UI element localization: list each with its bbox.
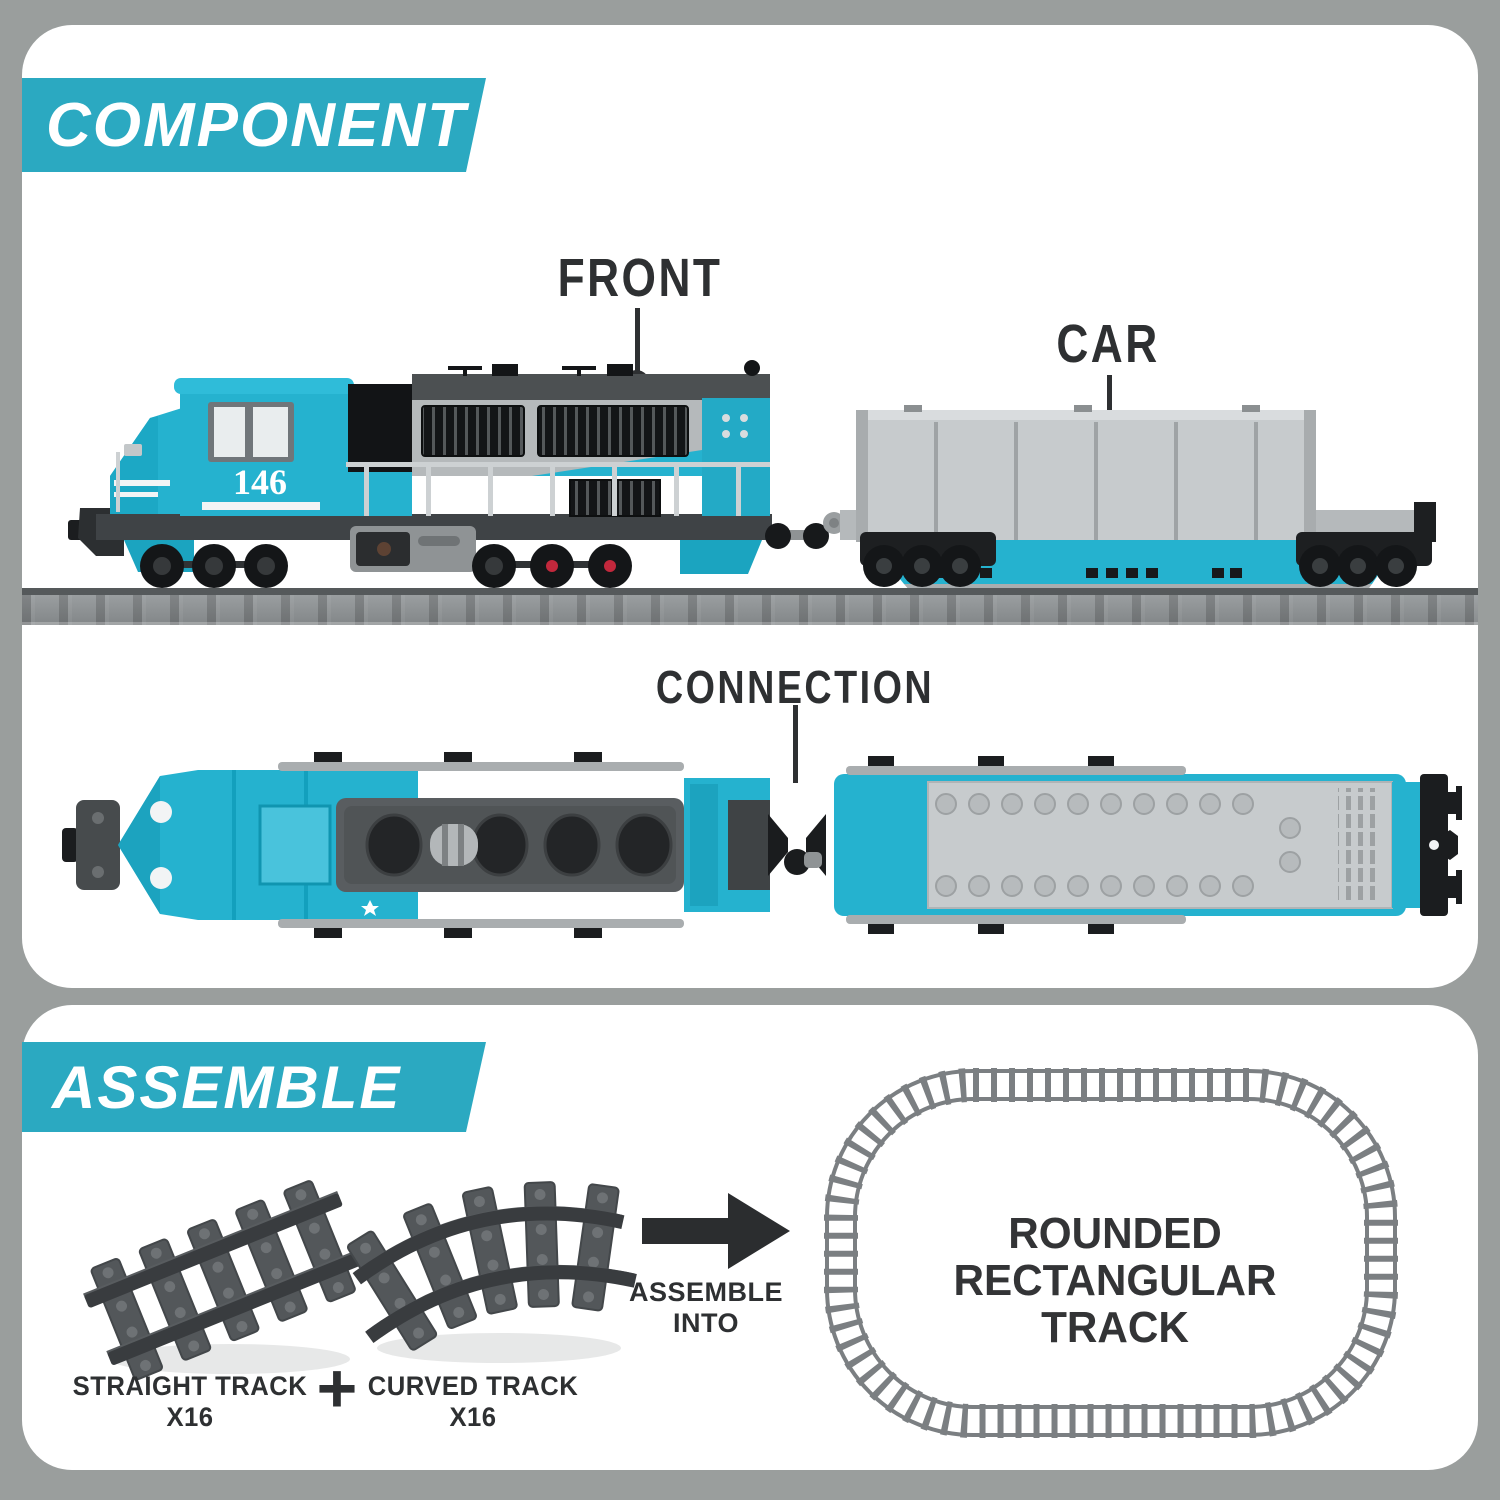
coupling-side-view — [765, 523, 829, 549]
connection-pointer-line — [793, 705, 798, 783]
curved-track-name: CURVED TRACK — [367, 1371, 579, 1401]
straight-track-piece-illustration — [83, 1180, 366, 1381]
curved-track-label: CURVED TRACK X16 — [350, 1371, 597, 1433]
hand-railing — [346, 462, 770, 516]
container-top — [927, 781, 1393, 909]
plus-sign: + — [316, 1349, 358, 1427]
arrow-caption: ASSEMBLE INTO — [626, 1277, 786, 1339]
result-track-line2: TRACK — [1041, 1303, 1189, 1352]
result-track-line1: ROUNDED RECTANGULAR — [953, 1209, 1277, 1305]
rounded-rectangular-track-illustration — [824, 1068, 1398, 1438]
assemble-heading: ASSEMBLE — [52, 1053, 402, 1121]
rail-track-strip — [22, 588, 1478, 625]
curved-track-piece-illustration — [347, 1181, 637, 1363]
front-callout-label: FRONT — [557, 248, 723, 308]
straight-track-label: STRAIGHT TRACK X16 — [67, 1371, 314, 1433]
locomotive-side-view: 146 — [68, 360, 772, 588]
star-emblem-icon — [361, 900, 379, 916]
front-pointer-line — [635, 308, 640, 372]
locomotive-number: 146 — [233, 462, 287, 502]
arrow-caption-line2: INTO — [672, 1308, 739, 1338]
locomotive-top-view — [62, 752, 770, 938]
component-heading-badge: COMPONENT — [22, 78, 486, 172]
straight-track-count: X16 — [166, 1402, 214, 1432]
coupling-top-view — [768, 814, 826, 876]
connection-callout-label: CONNECTION — [655, 661, 935, 713]
container — [856, 410, 1316, 542]
component-card: COMPONENT FRONT CAR — [22, 25, 1478, 988]
arrow-right-icon — [642, 1193, 790, 1269]
train-top-view-illustration — [62, 752, 1462, 938]
assemble-heading-badge: ASSEMBLE — [22, 1042, 486, 1132]
loco-wheels — [140, 544, 632, 588]
hood-grille — [421, 405, 525, 457]
car-callout-label: CAR — [1056, 314, 1160, 374]
straight-track-name: STRAIGHT TRACK — [72, 1371, 308, 1401]
train-side-view-illustration: 146 — [68, 360, 1436, 595]
cargo-car-top-view — [834, 756, 1462, 934]
curved-track-count: X16 — [449, 1402, 497, 1432]
hood-grille — [537, 405, 689, 457]
component-heading: COMPONENT — [46, 90, 467, 160]
car-flatbed — [868, 540, 1402, 584]
car-pointer-line — [1107, 375, 1112, 413]
cargo-car-side-view — [823, 405, 1436, 595]
result-track-label: ROUNDED RECTANGULAR TRACK — [899, 1210, 1331, 1351]
hood-roof — [412, 374, 702, 402]
assemble-card: ASSEMBLE — [22, 1005, 1478, 1470]
arrow-caption-line1: ASSEMBLE — [628, 1277, 784, 1307]
